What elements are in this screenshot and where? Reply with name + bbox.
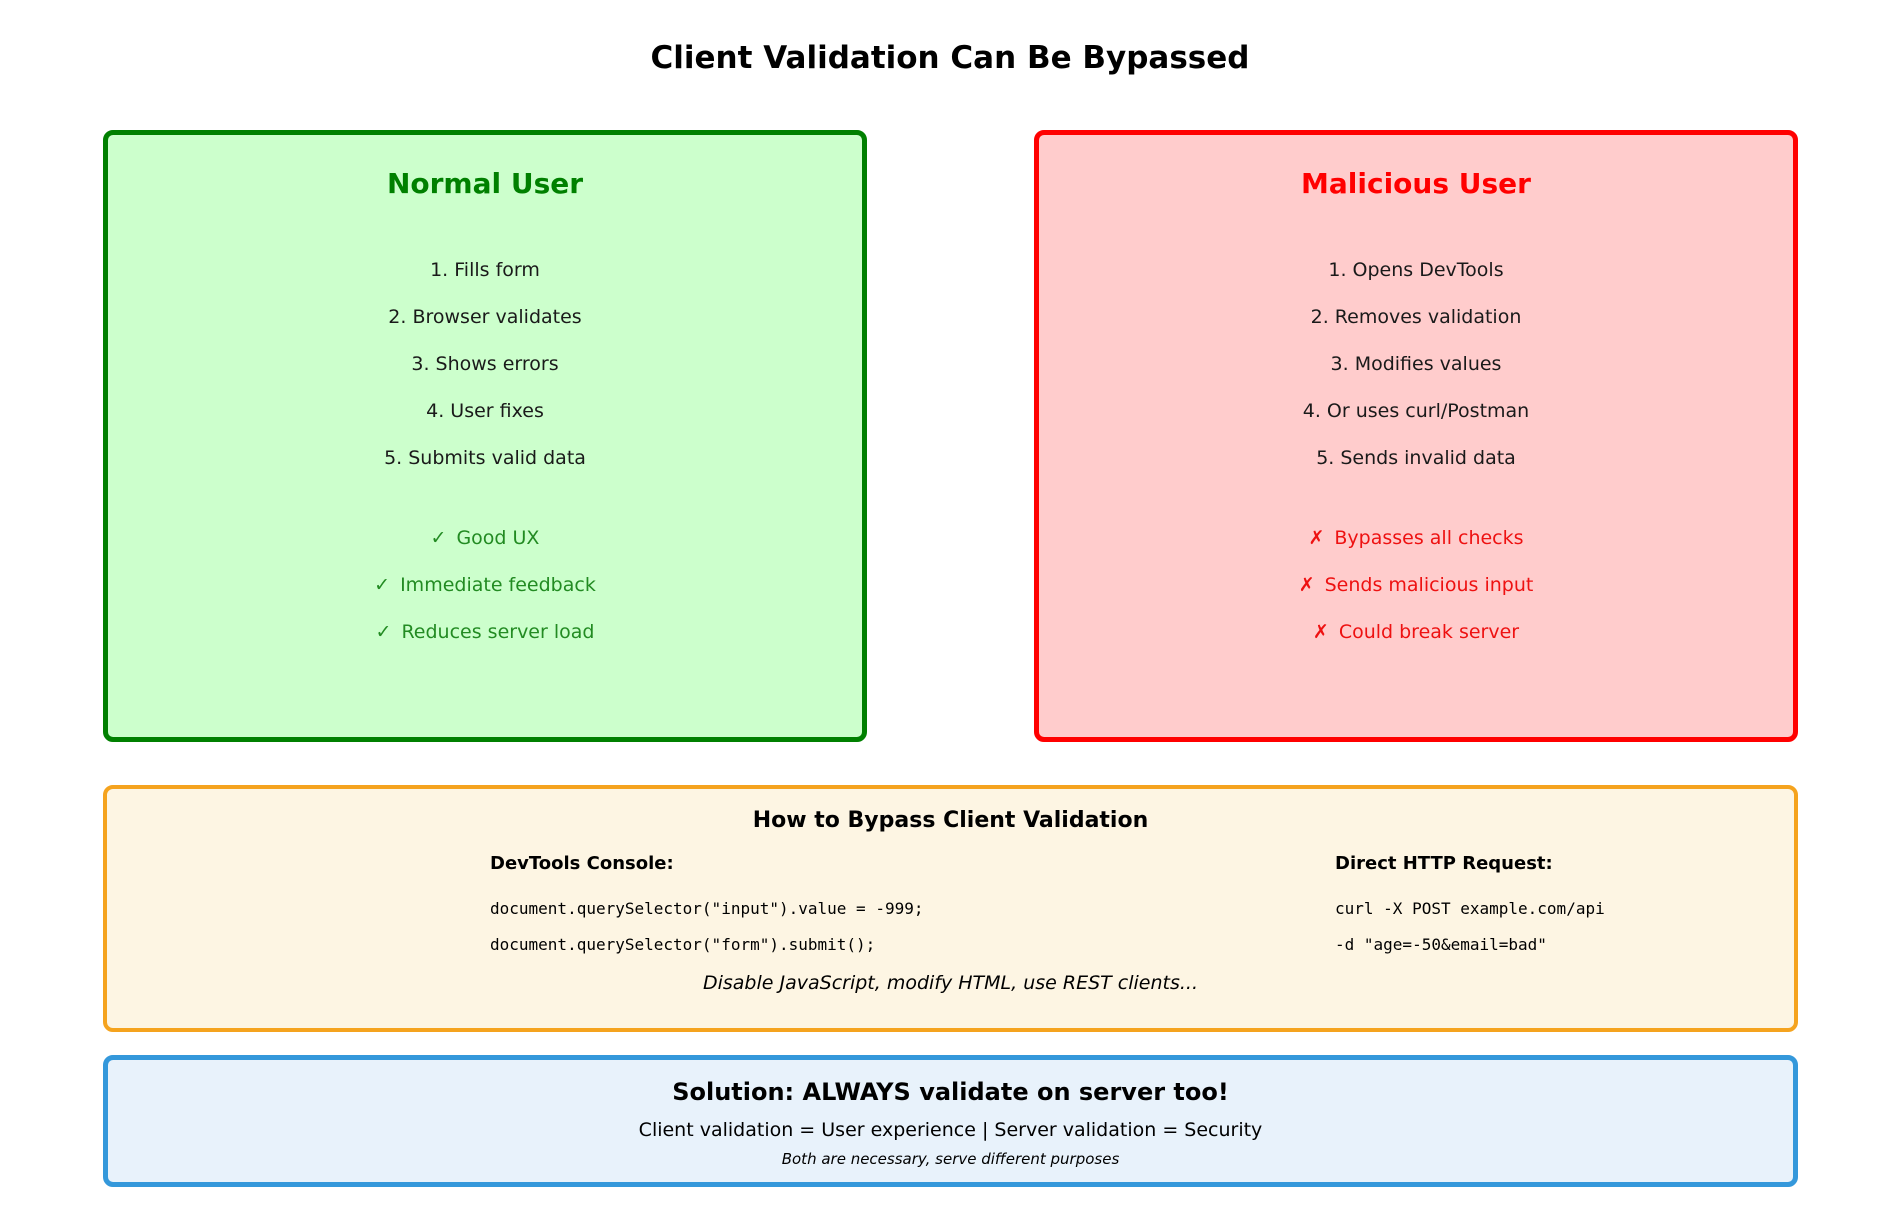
code-line: -d "age=-50&email=bad" [1335, 935, 1547, 954]
benefit-label: Reduces server load [401, 621, 595, 643]
step-item: 3. Modifies values [1330, 353, 1502, 375]
page-title: Client Validation Can Be Bypassed [650, 40, 1250, 76]
cross-icon: ✗ [1312, 621, 1329, 643]
benefit-label: Immediate feedback [400, 574, 596, 596]
bypass-methods-panel: How to Bypass Client Validation DevTools… [103, 785, 1798, 1032]
solution-note: Both are necessary, serve different purp… [781, 1150, 1120, 1168]
bypass-note: Disable JavaScript, modify HTML, use RES… [702, 972, 1199, 994]
step-item: 1. Fills form [430, 259, 540, 281]
normal-user-steps: 1. Fills form 2. Browser validates 3. Sh… [108, 247, 862, 482]
step-item: 4. Or uses curl/Postman [1302, 400, 1530, 422]
http-request-column: Direct HTTP Request: curl -X POST exampl… [1335, 853, 1605, 963]
check-icon: ✓ [375, 621, 392, 643]
solution-comparison: Client validation = User experience | Se… [638, 1119, 1263, 1141]
benefit-item: ✓ Immediate feedback [108, 562, 862, 609]
check-icon: ✓ [430, 527, 447, 549]
malicious-user-panel: Malicious User 1. Opens DevTools 2. Remo… [1034, 130, 1798, 742]
cross-icon: ✗ [1308, 527, 1325, 549]
benefit-item: ✓ Reduces server load [108, 609, 862, 656]
normal-user-panel: Normal User 1. Fills form 2. Browser val… [103, 130, 867, 742]
benefit-label: Good UX [456, 527, 540, 549]
step-item: 5. Sends invalid data [1316, 447, 1516, 469]
solution-panel: Solution: ALWAYS validate on server too!… [103, 1055, 1798, 1187]
code-line: document.querySelector("input").value = … [490, 899, 924, 918]
step-item: 5. Submits valid data [384, 447, 586, 469]
devtools-console-heading: DevTools Console: [490, 853, 674, 874]
normal-user-title: Normal User [386, 167, 584, 200]
normal-user-benefits: ✓ Good UX ✓ Immediate feedback ✓ Reduces se… [108, 515, 862, 656]
risk-label: Could break server [1338, 621, 1520, 643]
malicious-user-risks: ✗ Bypasses all checks ✗ Sends malicious in… [1039, 515, 1793, 656]
step-item: 4. User fixes [426, 400, 544, 422]
cross-icon: ✗ [1298, 574, 1315, 596]
solution-title: Solution: ALWAYS validate on server too! [672, 1078, 1229, 1106]
http-request-heading: Direct HTTP Request: [1335, 853, 1553, 874]
malicious-user-steps: 1. Opens DevTools 2. Removes validation … [1039, 247, 1793, 482]
step-item: 3. Shows errors [411, 353, 559, 375]
risk-item: ✗ Bypasses all checks [1039, 515, 1793, 562]
bypass-title: How to Bypass Client Validation [752, 808, 1149, 833]
benefit-item: ✓ Good UX [108, 515, 862, 562]
risk-label: Sends malicious input [1324, 574, 1534, 596]
risk-item: ✗ Sends malicious input [1039, 562, 1793, 609]
risk-item: ✗ Could break server [1039, 609, 1793, 656]
code-line: document.querySelector("form").submit(); [490, 935, 876, 954]
malicious-user-title: Malicious User [1301, 167, 1531, 200]
step-item: 2. Browser validates [388, 306, 582, 328]
risk-label: Bypasses all checks [1334, 527, 1524, 549]
devtools-console-column: DevTools Console: document.querySelector… [490, 853, 923, 963]
check-icon: ✓ [374, 574, 391, 596]
code-line: curl -X POST example.com/api [1335, 899, 1605, 918]
step-item: 2. Removes validation [1310, 306, 1522, 328]
step-item: 1. Opens DevTools [1328, 259, 1504, 281]
